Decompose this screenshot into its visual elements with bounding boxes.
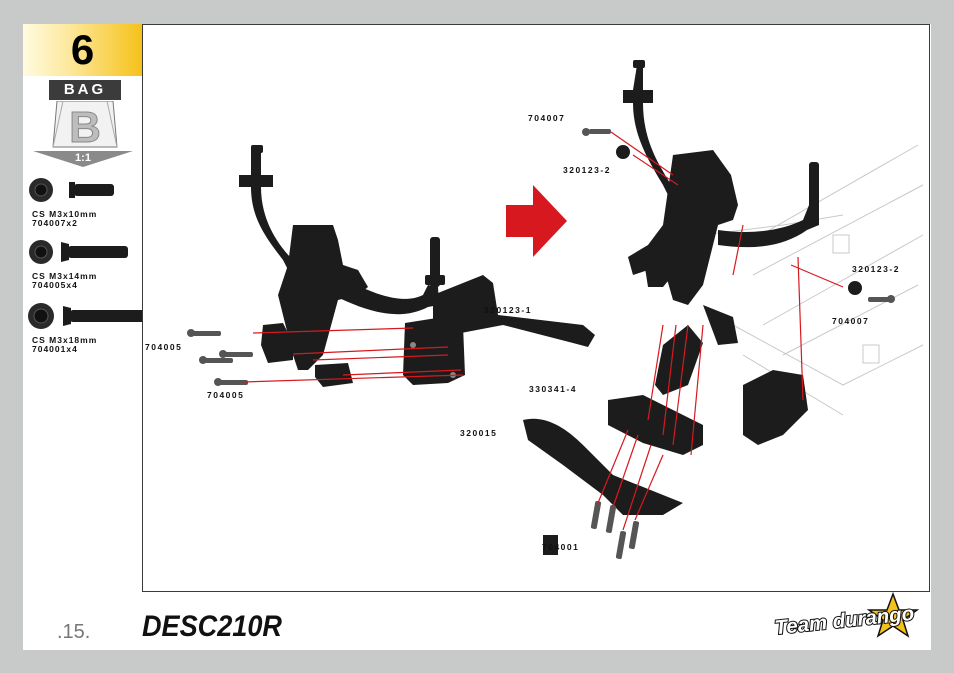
hardware-code: 704005x4	[32, 280, 78, 290]
page-number: .15.	[57, 621, 91, 643]
part-label-704005-a: 704005	[145, 342, 183, 352]
assembly-diagram	[187, 60, 924, 559]
step-number: 6	[70, 26, 95, 73]
scale-label: 1:1	[75, 152, 91, 164]
part-label-320123-1: 320123-1	[484, 305, 532, 315]
bag-letter-text: B	[69, 103, 101, 149]
left-screws	[187, 329, 253, 386]
part-label-704005-b: 704005	[207, 390, 245, 400]
left-guide-lines	[242, 327, 464, 383]
part-label-704001: 704001	[542, 542, 580, 552]
hardware-code: 704001x4	[32, 344, 78, 354]
screw-m3x18-icon	[28, 303, 150, 329]
hardware-item-1: CS M3x10mm 704007x2	[32, 210, 97, 228]
scale-indicator	[33, 151, 133, 167]
hardware-illustrations	[28, 178, 150, 329]
part-label-330341-4: 330341-4	[529, 384, 577, 394]
hardware-name: CS M3x18mm	[32, 335, 98, 345]
direction-arrow-icon	[506, 185, 567, 257]
hardware-item-3: CS M3x18mm 704001x4	[32, 336, 97, 354]
part-label-320123-2-top: 320123-2	[563, 165, 611, 175]
part-label-704007-right: 704007	[832, 316, 870, 326]
right-screws	[582, 128, 895, 559]
team-durango-logo: Team durango	[773, 592, 920, 640]
step-badge	[23, 24, 142, 76]
hardware-item-2: CS M3x14mm 704005x4	[32, 272, 97, 290]
part-label-704007-top: 704007	[528, 113, 566, 123]
part-label-320015: 320015	[460, 428, 498, 438]
model-logo-text: DESC210R	[142, 610, 282, 642]
illustration-frame	[142, 24, 930, 592]
right-body-mount	[623, 60, 819, 345]
bag-letter-icon: B	[52, 101, 118, 149]
hardware-code: 704007x2	[32, 218, 78, 228]
part-label-320123-2-right: 320123-2	[852, 264, 900, 274]
left-body-mount	[239, 145, 445, 387]
manual-page: 6 BAG B 1:1 CS M3x10mm 704007x2 CS M3x14…	[23, 24, 931, 650]
bag-label: BAG	[49, 80, 121, 100]
screw-m3x14-icon	[29, 240, 128, 264]
hardware-name: CS M3x10mm	[32, 209, 98, 219]
right-lower-parts	[523, 325, 808, 555]
brand-logo-text: Team durango	[774, 603, 916, 640]
right-guide-lines	[597, 131, 844, 531]
screw-m3x10-icon	[29, 178, 114, 202]
left-bumper-bracket	[403, 275, 595, 385]
desc210r-logo: DESC210R	[142, 610, 282, 642]
hardware-name: CS M3x14mm	[32, 271, 98, 281]
